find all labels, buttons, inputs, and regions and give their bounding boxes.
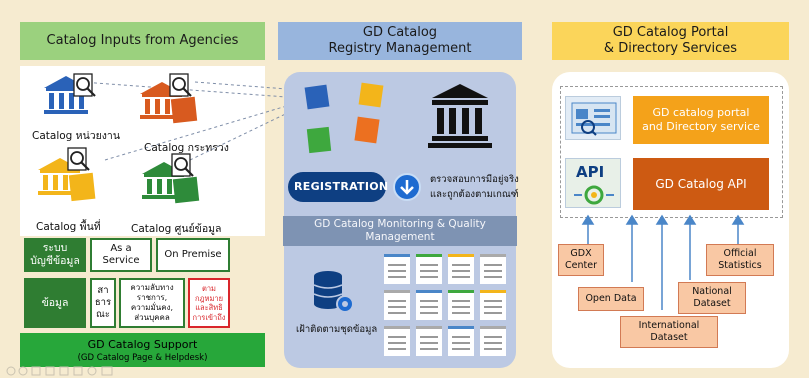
registration-button: REGISTRATION <box>288 172 389 202</box>
portal-icon-box <box>565 96 621 140</box>
ministry-building-icon <box>140 73 198 124</box>
monitoring-banner: GD Catalog Monitoring & Quality Manageme… <box>283 216 517 246</box>
slideshow-controls[interactable] <box>6 366 156 376</box>
registration-label: REGISTRATION <box>294 180 389 193</box>
restricted-data-cell: ความลับทาง ราชการ, ความมั่นคง, ส่วนบุคคล <box>119 278 185 328</box>
as-a-service-cell: As a Service <box>90 238 152 272</box>
agency-label: Catalog ศูนย์ข้อมูล <box>131 223 222 235</box>
gdx-center-box: GDX Center <box>558 244 604 276</box>
area-building-icon <box>38 147 96 202</box>
verification-text: ตรวจสอบการมีอยู่จริง และถูกต้องตามเกณฑ์ <box>430 172 519 202</box>
portal-services-group <box>560 86 783 218</box>
dataset-monitoring-label: เฝ้าติดตามชุดข้อมูล <box>296 324 378 335</box>
open-data-box: Open Data <box>578 287 644 311</box>
portal-service-line2: and Directory service <box>642 120 760 133</box>
header-registry-line2: Registry Management <box>328 41 472 56</box>
header-portal-directory: GD Catalog Portal & Directory Services <box>552 22 789 60</box>
database-gear-icon <box>313 271 354 313</box>
public-data-cell: สา ธาร ณะ <box>90 278 116 328</box>
government-building-icon <box>428 84 492 148</box>
catalog-support-banner: GD Catalog Support (GD Catalog Page & He… <box>20 333 265 367</box>
table-head-data: ข้อมูล <box>24 278 86 328</box>
data-center-building-icon <box>142 153 200 204</box>
support-title: GD Catalog Support <box>87 337 198 351</box>
support-subtitle: (GD Catalog Page & Helpdesk) <box>77 352 208 363</box>
api-gear-icon <box>574 185 614 205</box>
verify-line1: ตรวจสอบการมีอยู่จริง <box>430 174 519 185</box>
legal-access-cell: ตาม กฎหมาย และสิทธิ การเข้าถึง <box>188 278 230 328</box>
header-catalog-inputs-text: Catalog Inputs from Agencies <box>46 33 239 48</box>
header-portal-line2: & Directory Services <box>603 41 738 56</box>
monitoring-line1: GD Catalog Monitoring & Quality <box>314 218 486 230</box>
national-dataset-box: National Dataset <box>678 282 746 314</box>
international-dataset-box: International Dataset <box>620 316 718 348</box>
header-portal-line1: GD Catalog Portal <box>612 25 729 40</box>
portal-service-box: GD catalog portal and Directory service <box>633 96 769 144</box>
download-icon <box>393 173 421 201</box>
monitoring-line2: Management <box>365 231 435 243</box>
on-premise-cell: On Premise <box>156 238 230 272</box>
portal-service-line1: GD catalog portal <box>652 106 750 119</box>
header-catalog-inputs: Catalog Inputs from Agencies <box>20 22 265 60</box>
header-registry-line1: GD Catalog <box>362 25 438 40</box>
agency-label: Catalog พื้นที่ <box>36 221 101 233</box>
table-head-catalog-system: ระบบ บัญชีข้อมูล <box>24 238 86 272</box>
api-icon-label: API <box>576 163 605 181</box>
gd-catalog-api-box: GD Catalog API <box>633 158 769 210</box>
api-icon-box: API <box>565 158 621 208</box>
dataset-documents-icon <box>384 254 506 356</box>
header-registry-management: GD Catalog Registry Management <box>278 22 522 60</box>
verify-line2: และถูกต้องตามเกณฑ์ <box>430 189 519 200</box>
directory-portal-icon <box>571 102 617 136</box>
official-statistics-box: Official Statistics <box>706 244 774 276</box>
dataset-blocks-icon <box>304 82 384 154</box>
data-source-arrows <box>581 214 745 310</box>
agency-label: Catalog หน่วยงาน <box>32 130 121 142</box>
agency-building-icon <box>44 73 96 114</box>
agency-label: Catalog กระทรวง <box>144 142 229 154</box>
